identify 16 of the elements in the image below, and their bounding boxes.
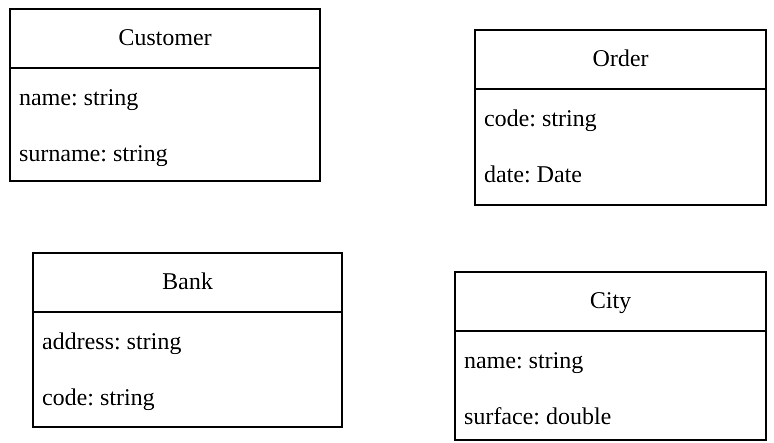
attribute: code: string: [42, 384, 155, 413]
attribute: code: string: [484, 105, 597, 134]
attribute: date: Date: [484, 161, 582, 190]
attribute: name: string: [464, 347, 584, 376]
class-name: Order: [592, 46, 648, 73]
attribute: surface: double: [464, 403, 612, 432]
attribute: name: string: [19, 84, 138, 113]
class-box: [474, 29, 767, 206]
attribute: address: string: [42, 328, 182, 357]
class-name: City: [590, 288, 632, 315]
class-box: [454, 271, 767, 441]
class-box: [9, 8, 321, 182]
attribute: surname: string: [19, 140, 168, 169]
class-name: Customer: [118, 25, 212, 52]
class-name: Bank: [162, 269, 213, 296]
class-box: [32, 252, 343, 428]
